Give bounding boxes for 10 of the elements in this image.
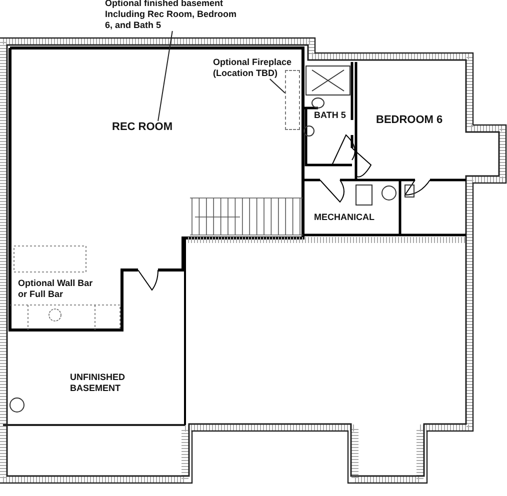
- fireplace-outline: [285, 70, 300, 130]
- leader-line: [158, 30, 173, 122]
- room-label: UNFINISHED BASEMENT: [70, 372, 150, 394]
- room-label: MECHANICAL: [314, 212, 390, 223]
- room-label: BATH 5: [314, 110, 350, 121]
- leader-line: [269, 78, 286, 94]
- note-text: Optional Wall Bar or Full Bar: [18, 278, 94, 300]
- callout-text: Optional Fireplace (Location TBD): [213, 57, 303, 79]
- room-label: BEDROOM 6: [376, 114, 460, 127]
- room-label: REC ROOM: [112, 121, 202, 134]
